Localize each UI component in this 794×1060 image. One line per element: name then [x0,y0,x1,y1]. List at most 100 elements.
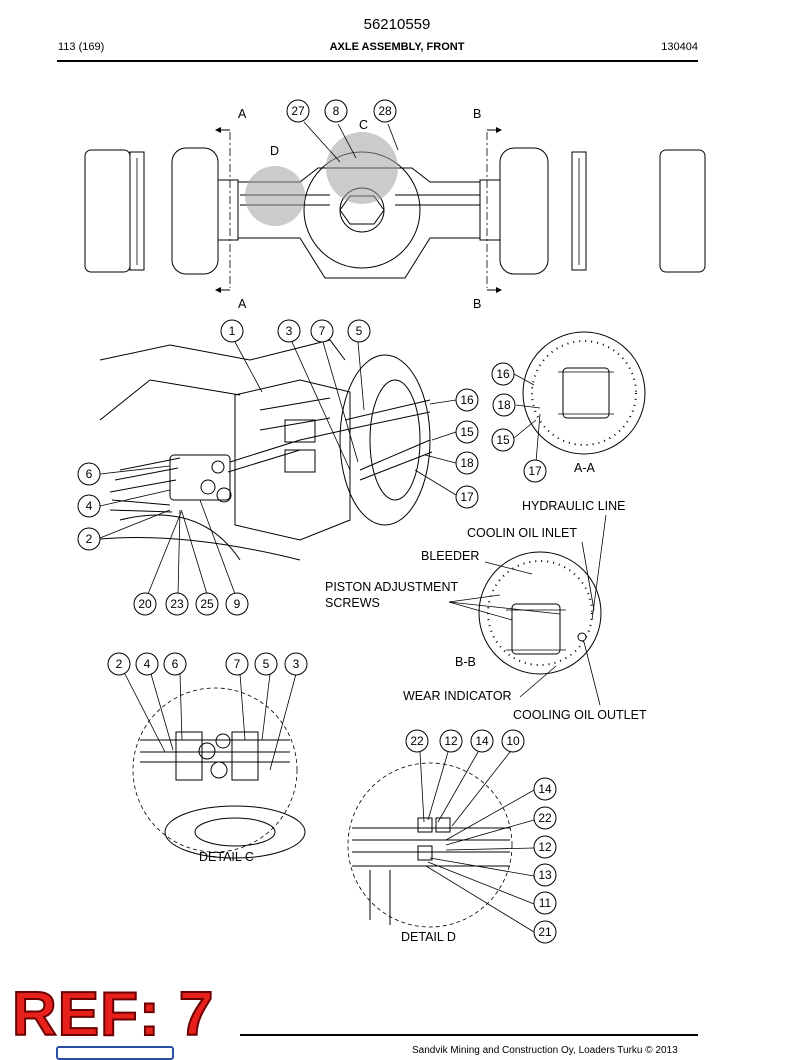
callout-d-r12: 12 [533,835,557,859]
detail-d-marker: D [270,144,279,158]
callout-d-12: 12 [439,729,463,753]
section-a-top: A [238,107,247,121]
svg-text:6: 6 [86,467,93,481]
svg-text:12: 12 [444,734,458,748]
footer-rule [240,1034,698,1036]
coolin-oil-inlet-label: COOLIN OIL INLET [467,526,577,540]
callout-5: 5 [347,319,371,343]
section-title: AXLE ASSEMBLY, FRONT [329,41,465,53]
callout-8: 8 [324,99,348,123]
callout-2: 2 [77,527,101,551]
svg-text:20: 20 [138,597,152,611]
piston-screws-label: SCREWS [325,596,380,610]
callout-16: 16 [455,388,479,412]
page-reference: 113 (169) [58,41,105,53]
callout-17: 17 [455,485,479,509]
callout-aa-18: 18 [492,393,516,417]
svg-text:21: 21 [538,925,552,939]
callout-18: 18 [455,451,479,475]
callout-aa-17: 17 [523,459,547,483]
svg-text:25: 25 [200,597,214,611]
svg-text:16: 16 [496,367,510,381]
svg-text:23: 23 [170,597,184,611]
svg-text:22: 22 [538,811,552,825]
section-a-bottom: A [238,297,247,311]
svg-text:3: 3 [286,324,293,338]
callout-20: 20 [133,592,157,616]
svg-text:8: 8 [333,104,340,118]
document-number: 56210559 [363,16,431,33]
detail-d-view [347,762,513,928]
callout-d-r22: 22 [533,806,557,830]
callout-c-7: 7 [225,652,249,676]
callout-c-4: 4 [135,652,159,676]
callout-25: 25 [195,592,219,616]
section-bb-label: B-B [455,655,476,669]
svg-text:15: 15 [496,433,510,447]
svg-text:22: 22 [410,734,424,748]
svg-text:6: 6 [172,657,179,671]
cooling-oil-outlet-label: COOLING OIL OUTLET [513,708,647,722]
callout-28: 28 [373,99,397,123]
svg-text:11: 11 [539,896,552,910]
footer-text: Sandvik Mining and Construction Oy, Load… [412,1045,678,1056]
svg-text:17: 17 [460,490,474,504]
svg-text:5: 5 [263,657,270,671]
svg-text:14: 14 [475,734,489,748]
callout-23: 23 [165,592,189,616]
svg-text:7: 7 [319,324,326,338]
svg-text:12: 12 [538,840,552,854]
svg-text:18: 18 [497,398,511,412]
svg-text:14: 14 [538,782,552,796]
callout-d-22: 22 [405,729,429,753]
callout-c-5: 5 [254,652,278,676]
svg-text:13: 13 [538,868,552,882]
logo-band [56,1046,174,1060]
main-perspective-view [89,339,433,561]
section-aa-view [522,331,646,455]
callout-d-r13: 13 [533,863,557,887]
callout-c-6: 6 [163,652,187,676]
svg-text:27: 27 [291,104,305,118]
callout-aa-16: 16 [491,362,515,386]
callout-7: 7 [310,319,334,343]
callout-9: 9 [225,592,249,616]
section-lines [229,132,488,288]
svg-text:4: 4 [86,499,93,513]
svg-text:18: 18 [460,456,474,470]
callout-aa-15: 15 [491,428,515,452]
section-arrows [215,127,502,293]
svg-text:2: 2 [86,532,93,546]
svg-text:3: 3 [293,657,300,671]
callout-15: 15 [455,420,479,444]
callout-4: 4 [77,494,101,518]
svg-text:28: 28 [378,104,392,118]
hydraulic-line-label: HYDRAULIC LINE [522,499,626,513]
detail-c-marker: C [359,118,368,132]
ref-stamp: REF: 7 [11,980,215,1049]
svg-text:7: 7 [234,657,241,671]
svg-text:5: 5 [356,324,363,338]
svg-text:17: 17 [528,464,542,478]
section-b-top: B [473,107,481,121]
piston-adjustment-label: PISTON ADJUSTMENT [325,580,458,594]
date-code: 130404 [661,41,698,53]
svg-text:16: 16 [460,393,474,407]
svg-text:2: 2 [116,657,123,671]
detail-d-highlight [245,166,305,226]
svg-text:10: 10 [506,734,520,748]
section-b-bottom: B [473,297,481,311]
svg-text:9: 9 [234,597,241,611]
detail-c-highlight [326,132,398,204]
svg-text:1: 1 [229,324,236,338]
detail-d-label: DETAIL D [401,930,456,944]
callout-1: 1 [220,319,244,343]
section-bb-view [478,551,602,675]
callout-d-r21: 21 [533,920,557,944]
bleeder-label: BLEEDER [421,549,479,563]
callout-6: 6 [77,462,101,486]
callout-d-r11: 11 [533,891,557,915]
wear-indicator-label: WEAR INDICATOR [403,689,512,703]
callout-c-2: 2 [107,652,131,676]
